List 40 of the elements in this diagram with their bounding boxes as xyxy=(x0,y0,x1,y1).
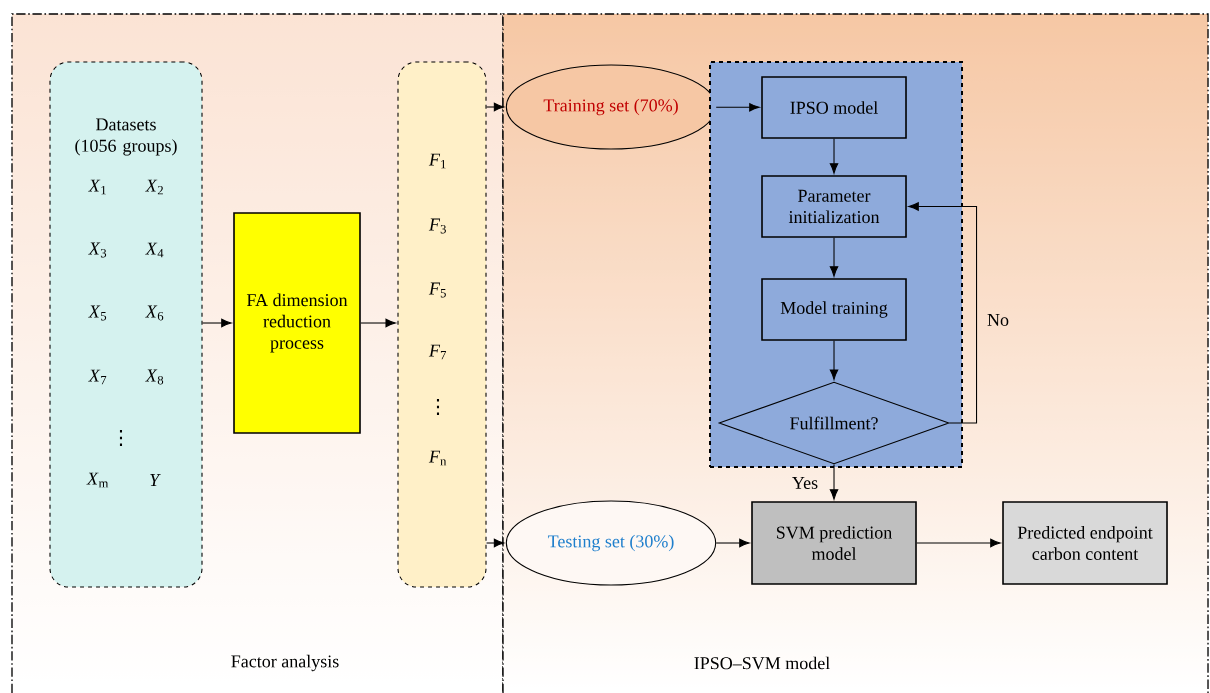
process-box: SVM prediction model xyxy=(751,501,917,585)
arrow xyxy=(829,138,839,174)
process-box: FA dimension reduction process xyxy=(233,212,361,434)
arrow xyxy=(829,237,839,277)
output-box: Predicted endpoint carbon content xyxy=(1002,501,1168,585)
arrow xyxy=(202,318,232,328)
variable-label: X$_{3}$ xyxy=(88,242,107,258)
variable-label: X$_{7}$ xyxy=(88,369,107,385)
arrow xyxy=(908,202,978,424)
process-box: IPSO model xyxy=(761,76,907,139)
arrow xyxy=(715,538,750,548)
variable-label: F$_{5}$ xyxy=(428,282,446,298)
variable-label: X$_{6}$ xyxy=(145,305,164,321)
variable-label: F$_{7}$ xyxy=(428,344,447,360)
arrow xyxy=(486,102,505,112)
variable-label: X$_{8}$ xyxy=(145,369,164,385)
edge-label: No xyxy=(987,314,1009,326)
variable-label: X$_{2}$ xyxy=(145,179,163,195)
arrow xyxy=(360,318,396,328)
variable-label: Y xyxy=(150,474,161,486)
arrow xyxy=(829,464,839,500)
variable-label: F$_{3}$ xyxy=(428,218,446,234)
ellipsis: ⋮ xyxy=(119,429,122,447)
arrow xyxy=(829,340,839,380)
panel-heading: IPSO–SVM model xyxy=(694,656,830,670)
process-box: Parameter initialization xyxy=(761,175,907,238)
arrow xyxy=(916,538,1001,548)
variable-label: X$_{m}$ xyxy=(86,472,109,488)
variable-label: X$_{4}$ xyxy=(145,242,164,258)
arrow xyxy=(715,103,760,112)
arrow xyxy=(486,538,505,548)
variable-label: X$_{1}$ xyxy=(88,179,106,195)
panel-title: Datasets (1056 groups) xyxy=(75,118,177,156)
variable-label: X$_{5}$ xyxy=(88,305,107,321)
ellipsis: ⋮ xyxy=(436,398,440,416)
variable-label: F$_{n}$ xyxy=(428,450,447,466)
variable-label: F$_{1}$ xyxy=(428,153,446,169)
process-box: Model training xyxy=(761,278,907,341)
edge-label: Yes xyxy=(792,477,818,489)
panel-heading: Factor analysis xyxy=(231,654,339,672)
